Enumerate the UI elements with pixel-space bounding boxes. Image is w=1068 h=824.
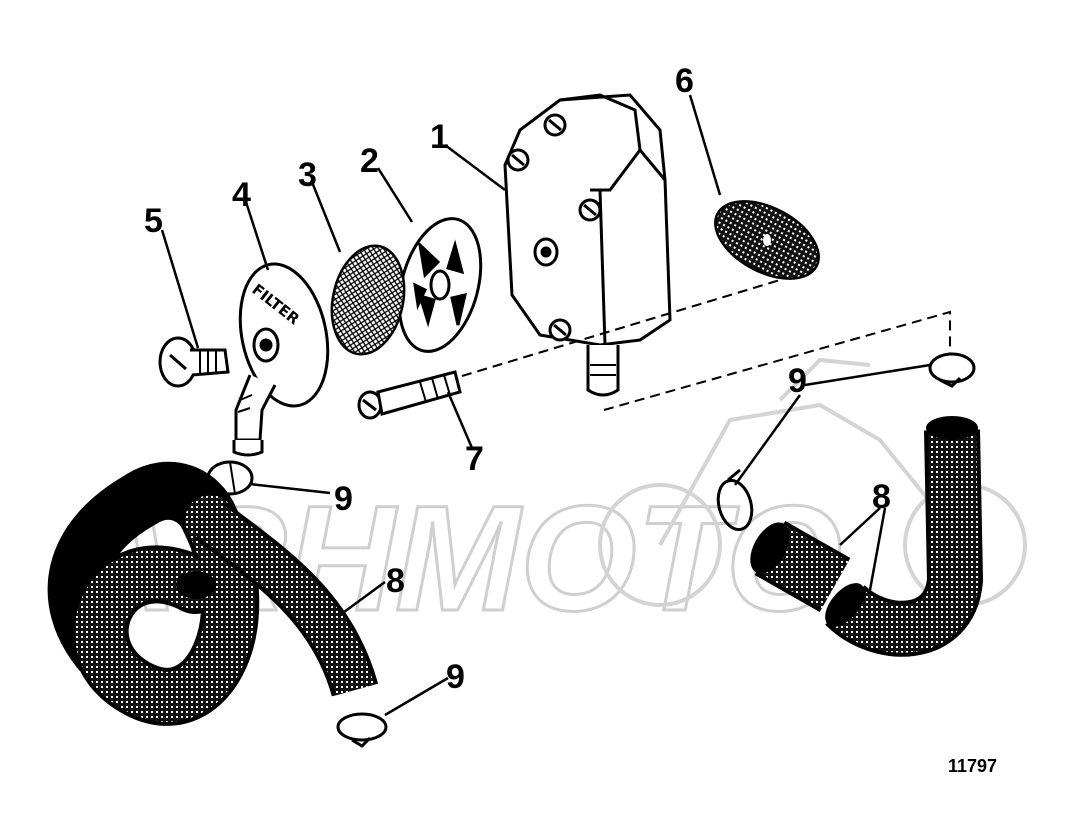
part-9-clip-top-right <box>928 352 976 388</box>
callout-2: 2 <box>360 142 379 180</box>
part-1-pump-body <box>503 93 672 397</box>
callout-9-top-right: 9 <box>788 362 807 400</box>
figure-number: 11797 <box>948 756 997 776</box>
callout-5: 5 <box>144 202 163 240</box>
callout-7: 7 <box>465 440 484 478</box>
callout-9-left: 9 <box>334 480 353 518</box>
part-7-bolt <box>357 370 462 420</box>
part-9-clip-right <box>716 468 754 532</box>
callout-8-left: 8 <box>386 562 405 600</box>
part-8-hose-short <box>750 521 851 612</box>
callout-8-right: 8 <box>872 478 891 516</box>
part-3-screen <box>330 244 406 356</box>
leader-lines <box>160 94 931 717</box>
callout-1: 1 <box>430 118 449 156</box>
callout-3: 3 <box>298 156 317 194</box>
part-2-diaphragm-plate <box>397 217 483 353</box>
part-5-thumb-screw <box>158 336 230 388</box>
callout-6: 6 <box>675 62 694 100</box>
part-4-filter-cover: FILTER <box>232 262 330 457</box>
part-6-gasket <box>714 200 820 280</box>
callouts: 1 2 3 4 5 6 7 8 8 9 9 9 <box>144 62 891 696</box>
part-9-clip-bottom <box>336 712 388 748</box>
callout-9-bottom: 9 <box>446 658 465 696</box>
alignment-lines <box>461 279 951 411</box>
part-8-hose-j <box>825 416 984 657</box>
part-8-hose-left <box>47 461 379 726</box>
callout-4: 4 <box>232 176 251 214</box>
